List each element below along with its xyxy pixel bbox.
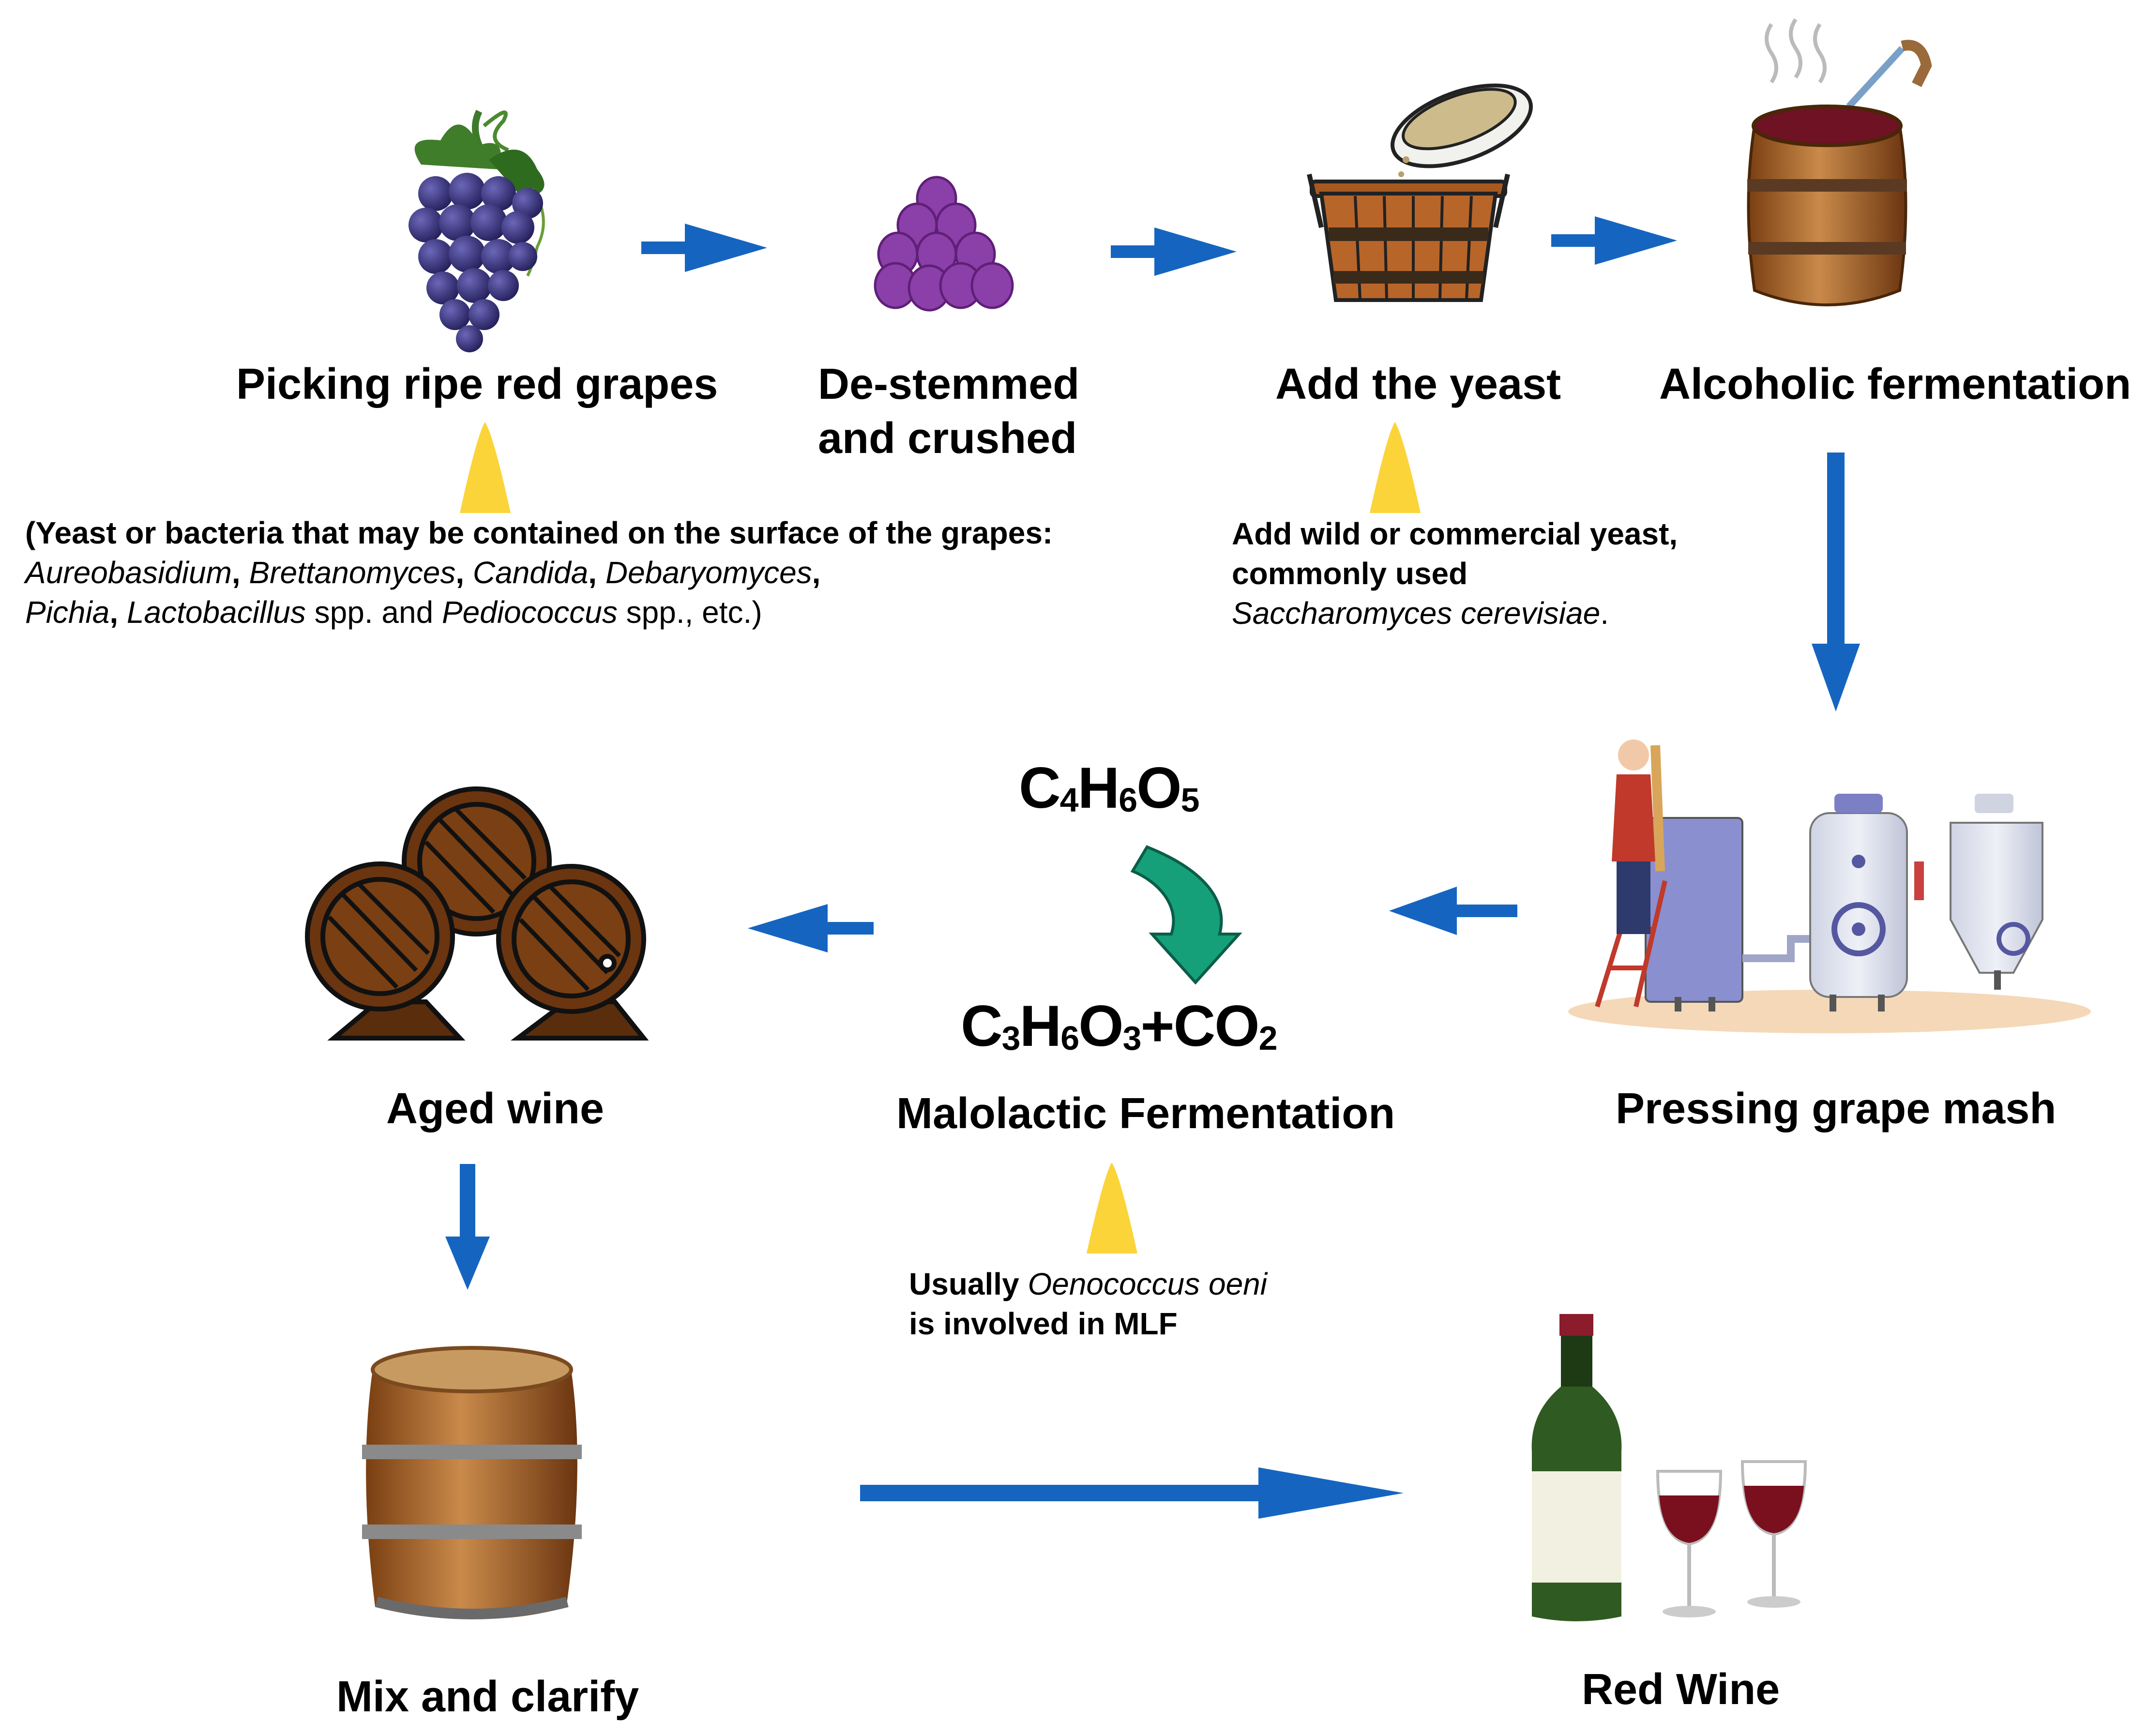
grapes-icon bbox=[408, 109, 545, 352]
flow-arrow-left-2 bbox=[748, 904, 874, 952]
step-red-wine: Red Wine bbox=[1582, 1665, 1780, 1714]
step-malolactic: Malolactic Fermentation bbox=[896, 1089, 1395, 1138]
note-mlf-line2: is involved in MLF bbox=[909, 1306, 1178, 1341]
step-pressing: Pressing grape mash bbox=[1616, 1085, 2057, 1133]
flow-arrow-down-2 bbox=[445, 1164, 490, 1290]
note-yeast-line3: Saccharomyces cerevisiae. bbox=[1232, 596, 1609, 631]
formula-lactic-acid-co2: C3H6O3+CO2 bbox=[961, 994, 1278, 1058]
step-picking: Picking ripe red grapes bbox=[236, 360, 718, 408]
barrel-icon bbox=[362, 1346, 582, 1619]
flow-arrow-3 bbox=[1551, 216, 1677, 265]
step-clarify: Mix and clarify bbox=[336, 1673, 639, 1721]
crushed-grapes-icon bbox=[874, 176, 1014, 312]
step-destemmed-line2: and crushed bbox=[818, 414, 1077, 463]
flow-arrow-long bbox=[860, 1467, 1404, 1519]
wine-press-icon bbox=[1568, 740, 2091, 1033]
note-grape-microbes: (Yeast or bacteria that may be contained… bbox=[25, 513, 1053, 632]
malolactic-curved-arrow bbox=[1130, 845, 1242, 985]
step-aged: Aged wine bbox=[386, 1085, 605, 1133]
yeast-bucket-icon bbox=[1307, 83, 1533, 302]
note-grape-microbes-line3: Pichia, Lactobacillus spp. and Pediococc… bbox=[25, 595, 762, 630]
flow-arrow-2 bbox=[1111, 227, 1237, 276]
flow-arrow-1 bbox=[641, 224, 767, 272]
note-grape-microbes-line1: (Yeast or bacteria that may be contained… bbox=[25, 515, 1053, 550]
wine-bottle-glasses-icon bbox=[1531, 1314, 1807, 1621]
pointer-grapes bbox=[460, 422, 511, 513]
step-destemmed-line1: De-stemmed bbox=[818, 360, 1080, 408]
pointer-mlf bbox=[1087, 1162, 1137, 1253]
note-mlf: Usually Oenococcus oeni is involved in M… bbox=[909, 1264, 1267, 1344]
step-yeast: Add the yeast bbox=[1275, 360, 1561, 408]
fermentation-barrel-icon bbox=[1747, 18, 1932, 306]
flow-arrow-down-1 bbox=[1812, 453, 1860, 711]
note-yeast: Add wild or commercial yeast, commonly u… bbox=[1232, 514, 1678, 633]
barrels-stack-icon bbox=[305, 786, 649, 1041]
note-yeast-line2: commonly used bbox=[1232, 556, 1468, 591]
formula-malic-acid: C4H6O5 bbox=[1019, 755, 1199, 820]
note-grape-microbes-line2: Aureobasidium, Brettanomyces, Candida, D… bbox=[25, 555, 821, 590]
flow-arrow-left-1 bbox=[1389, 887, 1517, 935]
step-alcoholic: Alcoholic fermentation bbox=[1659, 360, 2132, 408]
note-yeast-line1: Add wild or commercial yeast, bbox=[1232, 516, 1678, 551]
note-mlf-line1: Usually Oenococcus oeni bbox=[909, 1267, 1267, 1301]
pointer-yeast bbox=[1370, 422, 1421, 513]
